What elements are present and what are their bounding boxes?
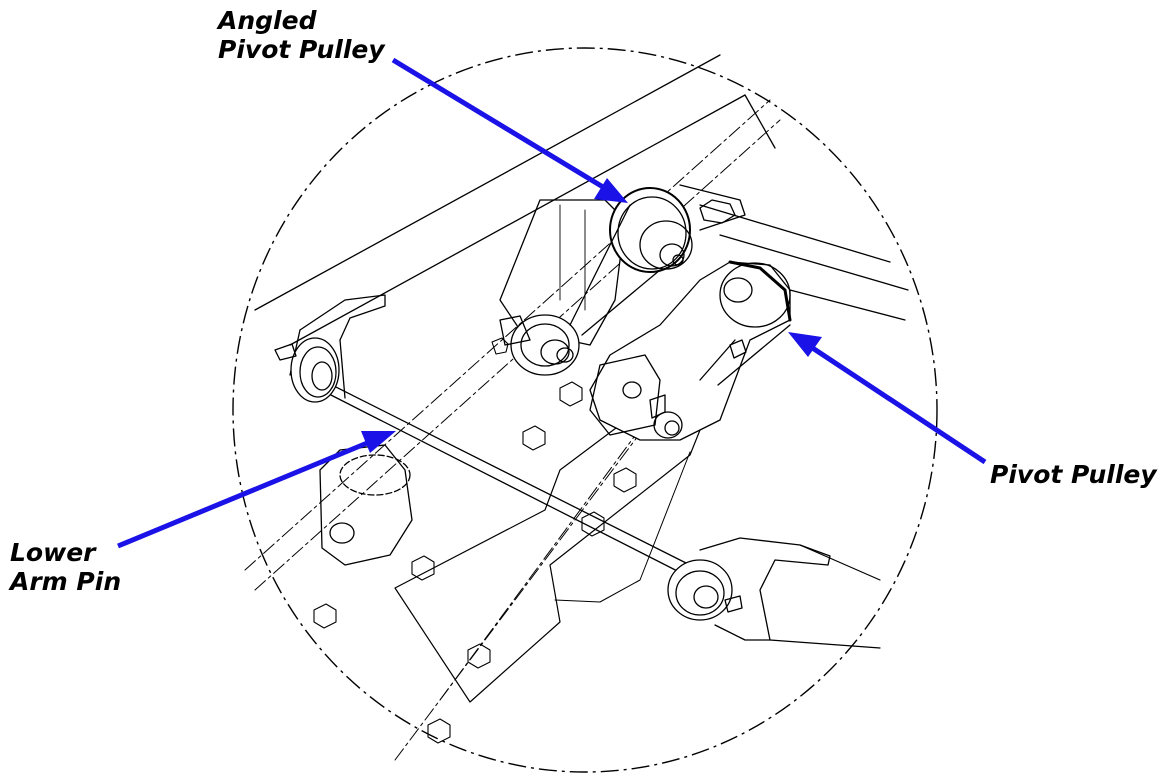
detail-view-boundary bbox=[232, 47, 938, 773]
callout-pivot-line1: Pivot Pulley bbox=[990, 460, 1157, 489]
callout-angled-line1: Angled bbox=[218, 6, 317, 35]
assembly-linework bbox=[244, 54, 909, 761]
callout-arrows bbox=[117, 57, 987, 549]
callout-label-lower-arm-pin: Lower Arm Pin bbox=[10, 538, 121, 596]
arrowhead-pivot-pulley bbox=[788, 332, 822, 357]
callout-label-pivot-pulley: Pivot Pulley bbox=[990, 460, 1157, 489]
arrowhead-lower-arm-pin bbox=[361, 431, 396, 453]
arrow-angled-pivot-pulley bbox=[391, 57, 605, 190]
callout-angled-line2: Pivot Pulley bbox=[218, 35, 385, 64]
arrow-pivot-pulley bbox=[806, 342, 987, 465]
arrow-lower-arm-pin bbox=[117, 438, 373, 549]
callout-lower-line2: Arm Pin bbox=[10, 567, 122, 596]
callout-label-angled-pivot-pulley: Angled Pivot Pulley bbox=[218, 6, 385, 64]
arrowhead-angled-pivot-pulley bbox=[594, 178, 628, 203]
callout-lower-line1: Lower bbox=[10, 538, 96, 567]
